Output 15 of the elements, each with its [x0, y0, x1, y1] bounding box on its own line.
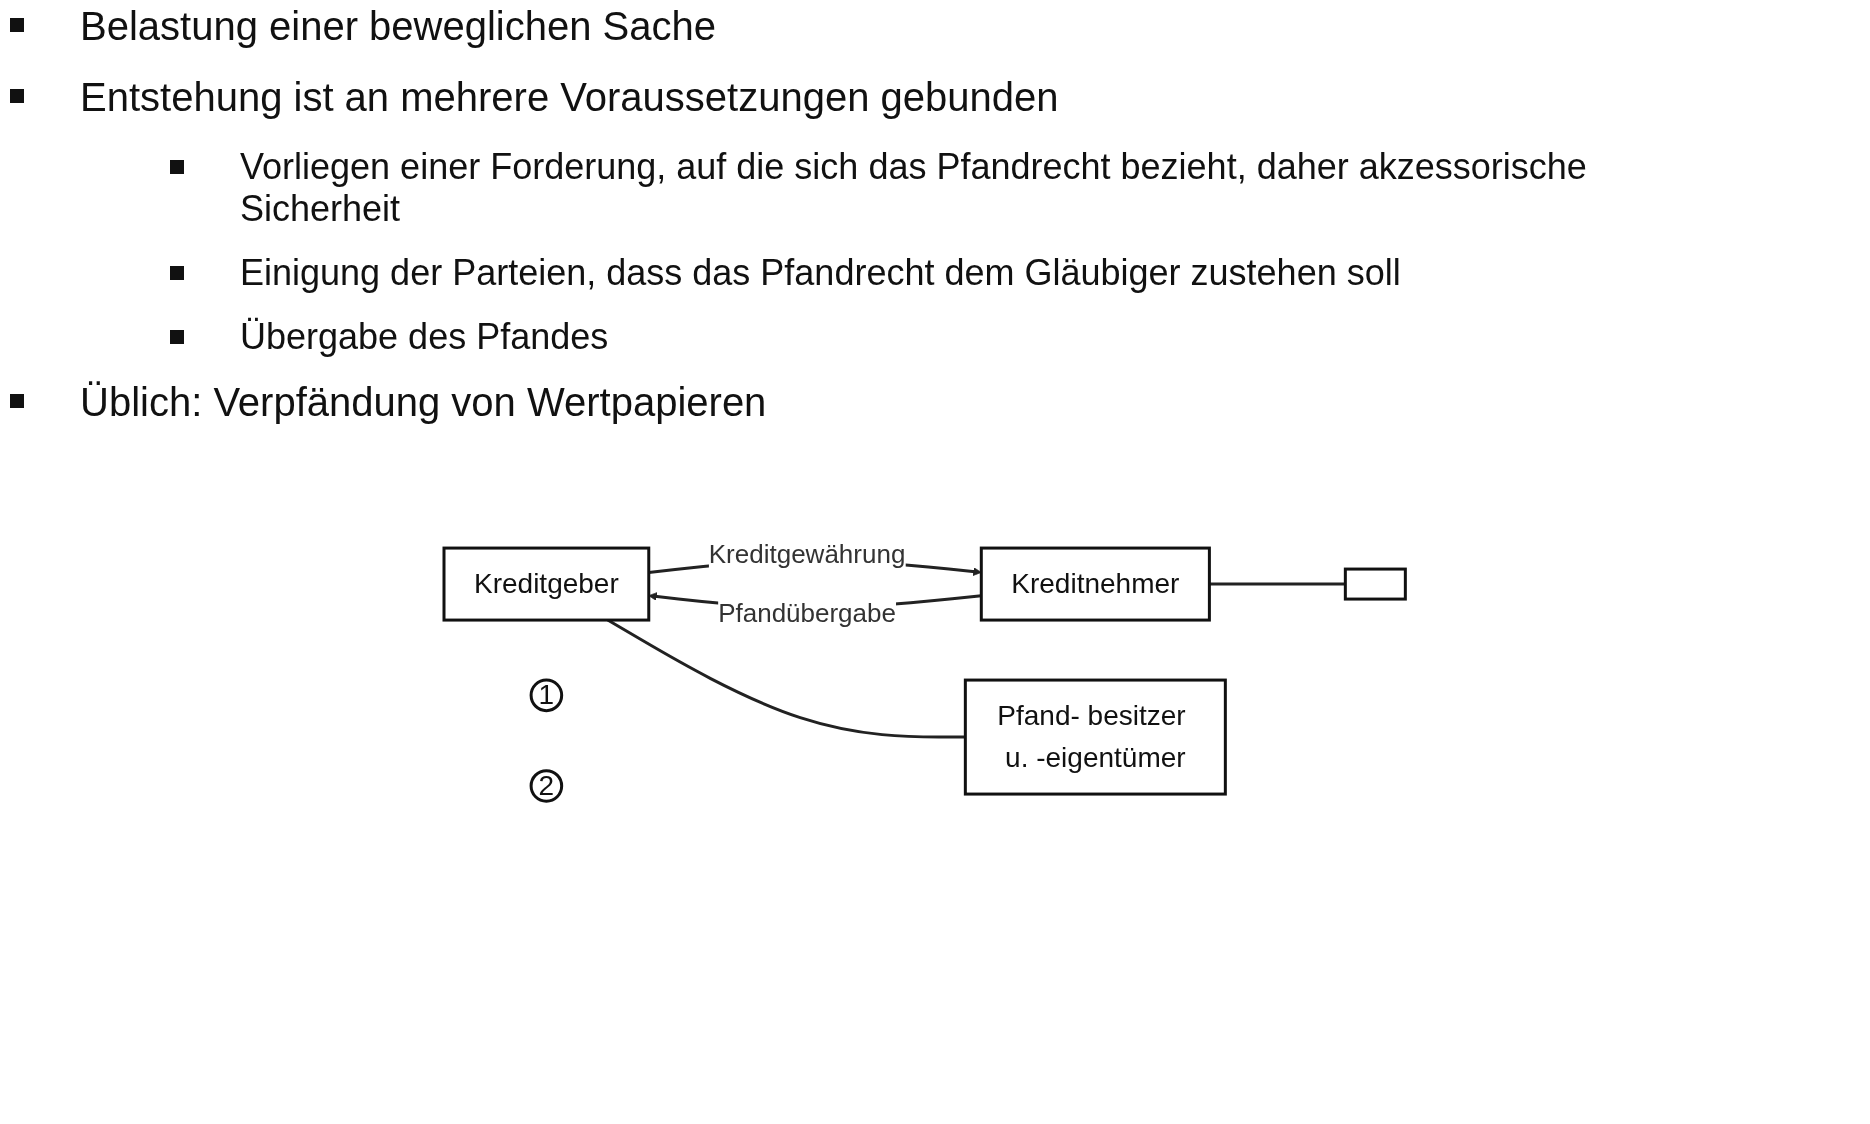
node-box: Kreditnehmer: [980, 546, 1212, 622]
bullet-text: Vorliegen einer Forderung, auf die sich das Pfandrecht bezieht, daher akzessorische Sicherheit: [240, 146, 1588, 230]
node-box: [1344, 567, 1408, 601]
bullet-text: Einigung der Parteien, dass das Pfandrecht dem Gläubiger zustehen soll: [240, 252, 1401, 294]
node-circle: 1: [529, 678, 564, 713]
node-circle: 2: [529, 769, 564, 803]
edge-label: Pfandübergabe: [718, 598, 897, 629]
bullet-text: Entstehung ist an mehrere Voraussetzungen gebunden: [80, 75, 1059, 120]
bullet-text: Übergabe des Pfandes: [240, 316, 609, 358]
bullet-text: Üblich: Verpfändung von Wertpapieren: [80, 380, 767, 425]
bullet-text: Belastung einer beweglichen Sache: [80, 4, 716, 49]
node-box: Pfand- besitzer u. -eigentümer: [964, 678, 1228, 796]
edge-label: Kreditgewährung: [709, 539, 906, 570]
connector: [1209, 582, 1346, 586]
node-box: Kreditgeber: [442, 546, 651, 622]
